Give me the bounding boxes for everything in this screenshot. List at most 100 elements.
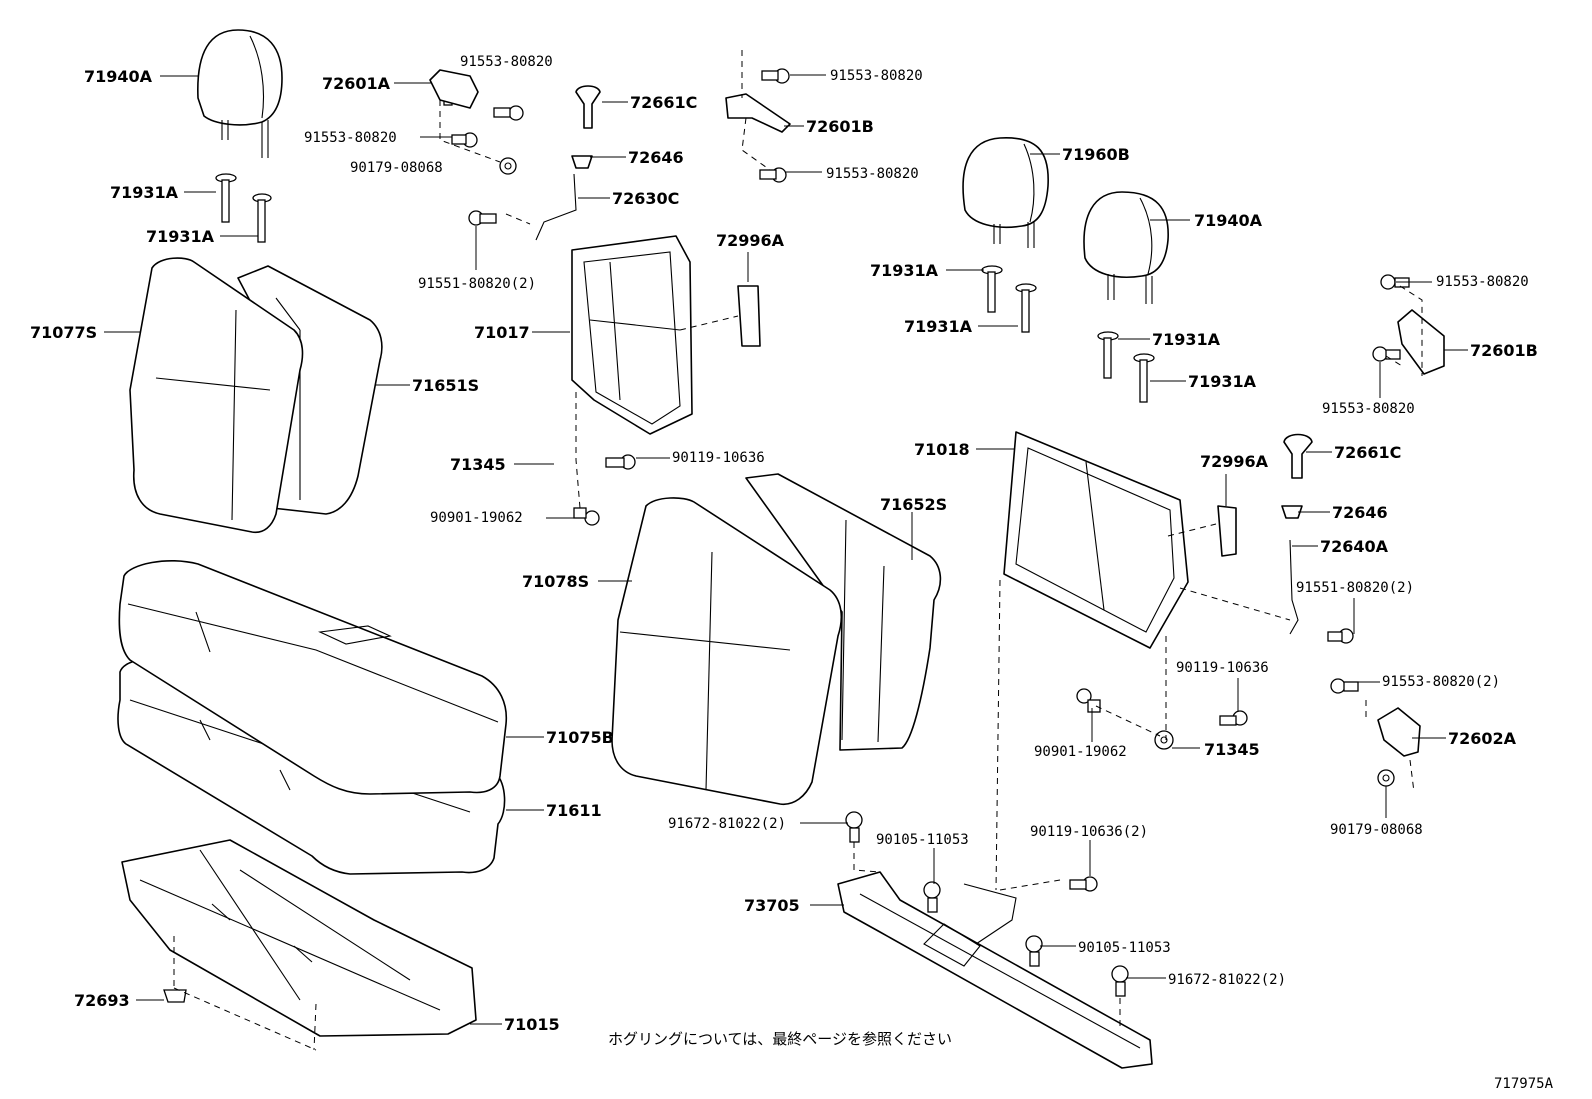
bolt-icon [1111,965,1129,997]
label-71931A: 71931A [1152,330,1221,349]
label-71015: 71015 [504,1015,560,1034]
label-90105-11053: 90105-11053 [1078,940,1171,956]
dashed-guides [173,50,1423,1051]
label-91553-80820: 91553-80820 [826,166,919,182]
support-icon [215,173,237,223]
label-72640A: 72640A [1320,537,1389,556]
nut-icon [1154,730,1174,750]
seatback-cover-right[interactable] [611,497,843,806]
label-71018: 71018 [914,440,970,459]
label-72661C: 72661C [630,93,697,112]
seatback-pad-right[interactable] [745,473,942,751]
label-91672-81022-2: 91672-81022(2) [1168,972,1286,988]
label-90179-08068: 90179-08068 [350,160,443,176]
hinge-right[interactable] [1397,309,1445,375]
diagram-code: 717975A [1494,1076,1554,1092]
label-71931A: 71931A [146,227,215,246]
headrest-right[interactable] [1083,191,1169,304]
label-72646: 72646 [628,148,684,167]
knob-right[interactable] [1283,433,1313,479]
clip-icon [163,989,187,1003]
cushion-cover[interactable] [118,559,508,795]
bolt-icon [1025,935,1043,967]
lock-right[interactable] [1217,505,1237,557]
label-90901-19062: 90901-19062 [430,510,523,526]
seatback-cover-left[interactable] [129,257,304,534]
bolt-icon [1327,628,1354,644]
label-71931A: 71931A [110,183,179,202]
bolt-icon [451,132,478,148]
label-71940A: 71940A [1194,211,1263,230]
label-71931A: 71931A [1188,372,1257,391]
label-72630C: 72630C [612,189,679,208]
label-71652S: 71652S [880,495,947,514]
label-72996A: 72996A [716,231,785,250]
bolt-icon [1219,710,1248,726]
label-71931A: 71931A [904,317,973,336]
support-icon [252,193,272,243]
bolt-icon [468,210,497,226]
bezel-right[interactable] [1281,505,1303,519]
bolt-icon [923,881,941,913]
label-91672-81022-2: 91672-81022(2) [668,816,786,832]
label-71960B: 71960B [1062,145,1130,164]
label-90119-10636: 90119-10636 [672,450,765,466]
bolt-icon [1076,688,1101,713]
rod-left[interactable] [535,173,577,241]
label-72996A: 72996A [1200,452,1269,471]
bolt-icon [845,811,863,843]
frame-left[interactable] [571,235,693,435]
label-91553-80820-2: 91553-80820(2) [1382,674,1500,690]
lock-left[interactable] [737,285,761,347]
leg-frame[interactable] [837,871,1153,1069]
cushion-frame[interactable] [121,839,477,1037]
label-71931A: 71931A [870,261,939,280]
label-91553-80820: 91553-80820 [830,68,923,84]
label-71611: 71611 [546,801,602,820]
label-90179-08068: 90179-08068 [1330,822,1423,838]
support-icon [1015,283,1037,333]
support-icons [215,173,1155,403]
bolt-icon [573,507,600,526]
label-73705: 73705 [744,896,800,915]
label-71078S: 71078S [522,572,589,591]
bolt-icon [1069,876,1098,892]
bolt-icon [493,105,524,121]
label-71345: 71345 [1204,740,1260,759]
label-72646: 72646 [1332,503,1388,522]
rod-right[interactable] [1289,539,1299,635]
label-71345: 71345 [450,455,506,474]
nut-icon [1377,769,1395,787]
label-71075B: 71075B [546,728,614,747]
label-90119-10636: 90119-10636 [1176,660,1269,676]
label-72661C: 72661C [1334,443,1401,462]
label-71017: 71017 [474,323,530,342]
hinge-right-2[interactable] [1377,707,1421,757]
label-91551-80820-2: 91551-80820(2) [1296,580,1414,596]
hinge-middle[interactable] [725,93,791,133]
label-91553-80820: 91553-80820 [1322,401,1415,417]
label-90119-10636-2: 90119-10636(2) [1030,824,1148,840]
label-72693: 72693 [74,991,130,1010]
headrest-middle[interactable] [962,137,1049,248]
label-71940A: 71940A [84,67,153,86]
frame-right[interactable] [1003,431,1189,649]
bolt-icon [759,167,787,183]
support-icon [1097,331,1119,379]
hinge-left[interactable] [429,69,479,109]
label-71651S: 71651S [412,376,479,395]
nut-icon [499,157,517,175]
leader-lines [104,74,1468,1025]
support-icon [1133,353,1155,403]
label-90901-19062: 90901-19062 [1034,744,1127,760]
label-72601B: 72601B [1470,341,1538,360]
bezel-left[interactable] [571,155,593,169]
knob-left[interactable] [575,85,601,129]
label-91553-80820: 91553-80820 [1436,274,1529,290]
headrest-left[interactable] [197,29,283,158]
label-91553-80820: 91553-80820 [304,130,397,146]
label-91553-80820: 91553-80820 [460,54,553,70]
bolt-icon [605,454,636,470]
support-icon [981,265,1003,313]
